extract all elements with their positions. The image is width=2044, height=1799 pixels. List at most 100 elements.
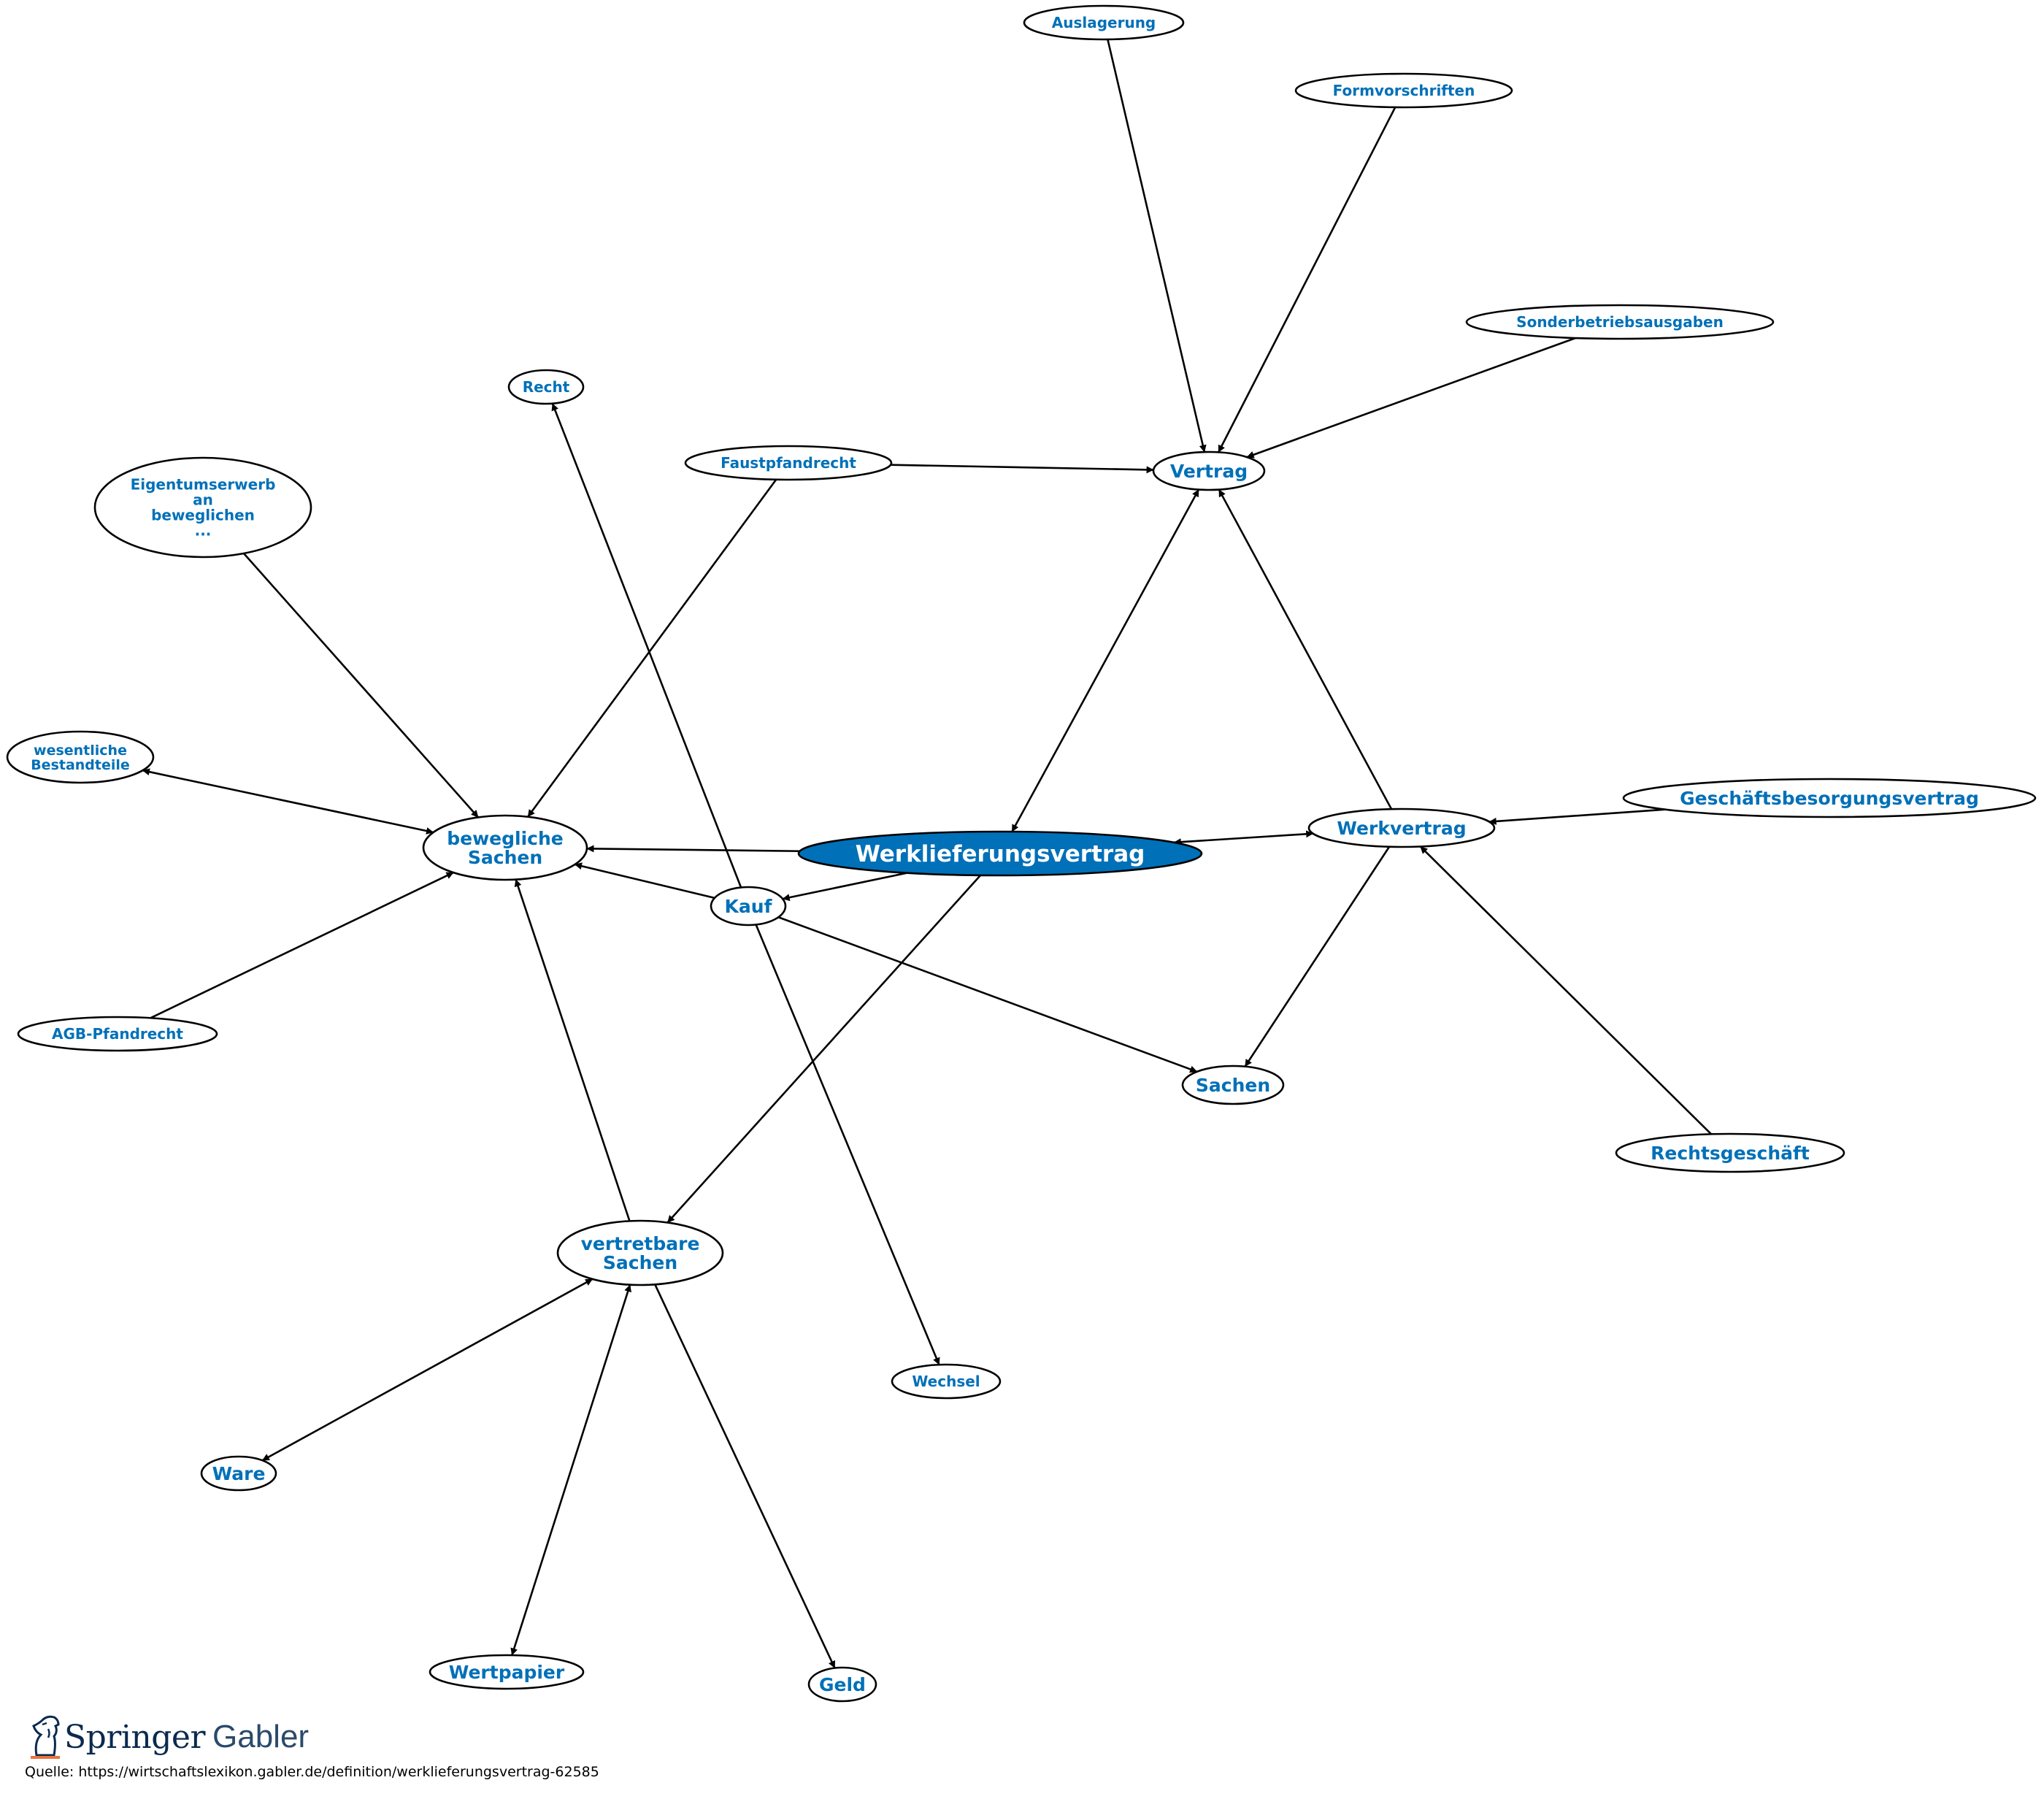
node-label: bewegliche: [447, 828, 564, 849]
node-label: vertretbare: [581, 1233, 700, 1254]
edge-werkvertrag-sachen: [1244, 846, 1391, 1067]
edge-formvorschriften-vertrag: [1217, 107, 1396, 453]
node-label: Geld: [819, 1674, 866, 1695]
node-label: Werkvertrag: [1337, 818, 1466, 839]
edge-kauf-recht: [551, 403, 742, 888]
node-label: Kauf: [725, 896, 773, 917]
edge-sonderbetriebsausgaben-vertrag: [1246, 337, 1576, 459]
node-kauf[interactable]: Kauf: [710, 886, 787, 927]
node-wertpapier[interactable]: Wertpapier: [429, 1654, 585, 1690]
node-label: an: [193, 491, 213, 509]
node-formvorschriften[interactable]: Formvorschriften: [1294, 72, 1513, 109]
node-label: Ware: [212, 1463, 266, 1484]
node-ellipse: [429, 1654, 585, 1690]
edge-geschaeftsbesorgungsvertrag-werkvertrag: [1488, 808, 1666, 825]
edge-vertretbare-geld: [654, 1284, 836, 1669]
node-label: Recht: [523, 378, 570, 396]
node-ellipse: [710, 886, 787, 927]
edge-vertretbare-bewegliche: [514, 879, 631, 1221]
edge-vertretbare-wertpapier: [510, 1284, 631, 1656]
node-geld[interactable]: Geld: [807, 1666, 877, 1703]
edge-eigentumserwerb-bewegliche: [242, 553, 480, 818]
node-label: Faustpfandrecht: [721, 454, 856, 472]
node-rechtsgeschaeft[interactable]: Rechtsgeschäft: [1615, 1132, 1845, 1173]
nodes-layer: AuslagerungFormvorschriftenSonderbetrieb…: [6, 4, 2037, 1703]
edges-layer: [142, 39, 1712, 1669]
edge-kauf-wechsel: [755, 924, 940, 1365]
edge-kauf-bewegliche: [575, 862, 715, 900]
node-sachen[interactable]: Sachen: [1181, 1065, 1285, 1105]
node-label: Bestandteile: [31, 757, 130, 773]
node-label: Formvorschriften: [1333, 82, 1475, 99]
edge-vertrag-werklieferungsvertrag: [1011, 488, 1200, 832]
node-ellipse: [1152, 450, 1266, 491]
edge-wesentliche-bewegliche: [142, 768, 434, 835]
edge-rechtsgeschaeft-werkvertrag: [1419, 845, 1712, 1135]
edge-faustpfandrecht-bewegliche: [527, 479, 777, 818]
node-ellipse: [807, 1666, 877, 1703]
node-label: Geschäftsbesorgungsvertrag: [1680, 788, 1979, 809]
node-label: Sachen: [1196, 1075, 1270, 1096]
edge-werkvertrag-vertrag: [1218, 488, 1393, 810]
source-citation: Quelle: https://wirtschaftslexikon.gable…: [25, 1764, 599, 1780]
node-label: Wechsel: [912, 1373, 980, 1390]
node-werkvertrag[interactable]: Werkvertrag: [1307, 808, 1496, 848]
node-recht[interactable]: Recht: [507, 369, 585, 405]
edge-agb-bewegliche: [150, 871, 454, 1019]
node-ellipse: [1622, 778, 2037, 818]
node-faustpfandrecht[interactable]: Faustpfandrecht: [684, 445, 893, 481]
node-ellipse: [556, 1219, 724, 1286]
node-eigentumserwerb[interactable]: Eigentumserwerbanbeweglichen...: [93, 456, 312, 559]
node-auslagerung[interactable]: Auslagerung: [1023, 4, 1185, 41]
node-label: Vertrag: [1170, 461, 1248, 482]
node-label: Sachen: [468, 847, 542, 868]
node-label: AGB-Pfandrecht: [52, 1025, 183, 1043]
node-ellipse: [1181, 1065, 1285, 1105]
node-label: Werklieferungsvertrag: [856, 841, 1145, 867]
edge-werklieferungsvertrag-bewegliche: [586, 845, 800, 853]
node-label: Rechtsgeschäft: [1651, 1143, 1810, 1164]
node-ellipse: [1294, 72, 1513, 109]
edge-faustpfandrecht-vertrag: [891, 464, 1154, 474]
node-wechsel[interactable]: Wechsel: [891, 1363, 1002, 1400]
edge-auslagerung-vertrag: [1107, 39, 1207, 453]
node-agb[interactable]: AGB-Pfandrecht: [17, 1016, 218, 1052]
edge-werklieferungsvertrag-vertretbare: [666, 874, 982, 1224]
node-ellipse: [1023, 4, 1185, 41]
node-ellipse: [891, 1363, 1002, 1400]
edge-werklieferungsvertrag-werkvertrag: [1173, 830, 1314, 846]
edge-vertretbare-ware: [261, 1278, 593, 1462]
node-label: Wertpapier: [449, 1662, 565, 1683]
node-ellipse: [200, 1455, 277, 1492]
node-vertrag[interactable]: Vertrag: [1152, 450, 1266, 491]
node-ellipse: [797, 830, 1203, 877]
node-label: beweglichen: [151, 507, 255, 524]
springer-gabler-logo: Springer Gabler: [26, 1711, 309, 1762]
node-label: ...: [195, 522, 212, 540]
logo-imprint: Gabler: [212, 1719, 310, 1754]
node-ellipse: [507, 369, 585, 405]
knight-horse-icon: [31, 1715, 60, 1759]
node-sonderbetriebsausgaben[interactable]: Sonderbetriebsausgaben: [1465, 304, 1775, 340]
node-ellipse: [93, 456, 312, 559]
node-label: Sachen: [603, 1252, 677, 1273]
node-label: Eigentumserwerb: [131, 476, 276, 494]
edge-werklieferungsvertrag-kauf: [782, 872, 907, 902]
node-ellipse: [1465, 304, 1775, 340]
node-ellipse: [1615, 1132, 1845, 1173]
node-label: Sonderbetriebsausgaben: [1516, 313, 1724, 331]
node-geschaeftsbesorgungsvertrag[interactable]: Geschäftsbesorgungsvertrag: [1622, 778, 2037, 818]
node-ellipse: [422, 814, 588, 881]
node-label: Auslagerung: [1052, 14, 1156, 31]
logo-brand: Springer: [64, 1718, 206, 1756]
node-werklieferungsvertrag[interactable]: Werklieferungsvertrag: [797, 830, 1203, 877]
node-ellipse: [684, 445, 893, 481]
node-ellipse: [1307, 808, 1496, 848]
node-label: wesentliche: [34, 743, 127, 759]
node-ware[interactable]: Ware: [200, 1455, 277, 1492]
edge-kauf-sachen: [777, 916, 1198, 1073]
